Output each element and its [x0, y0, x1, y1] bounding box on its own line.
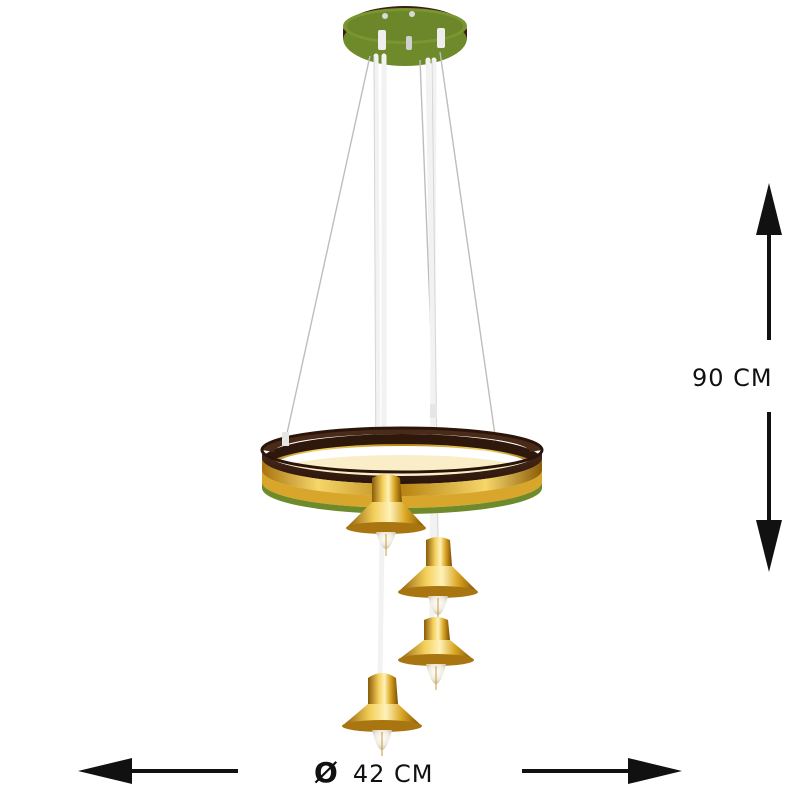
height-dimension-label: 90 CM [692, 364, 773, 392]
pendant-lamp-4 [342, 673, 422, 756]
pendant-lamp-2 [398, 537, 478, 620]
diameter-dimension-label: Ø 42 CM [314, 756, 433, 789]
ceiling-canopy [343, 6, 467, 66]
pendant-lamp-3 [398, 617, 474, 690]
width-arrow [78, 758, 682, 784]
height-value: 90 CM [692, 364, 773, 392]
diameter-value: 42 CM [352, 760, 434, 788]
power-cords [373, 53, 439, 683]
height-arrow [756, 183, 782, 572]
suspension-wires [285, 51, 497, 443]
pendant-lamp-1 [346, 474, 426, 556]
ring-fixture [260, 404, 544, 514]
diameter-symbol: Ø [314, 756, 339, 789]
